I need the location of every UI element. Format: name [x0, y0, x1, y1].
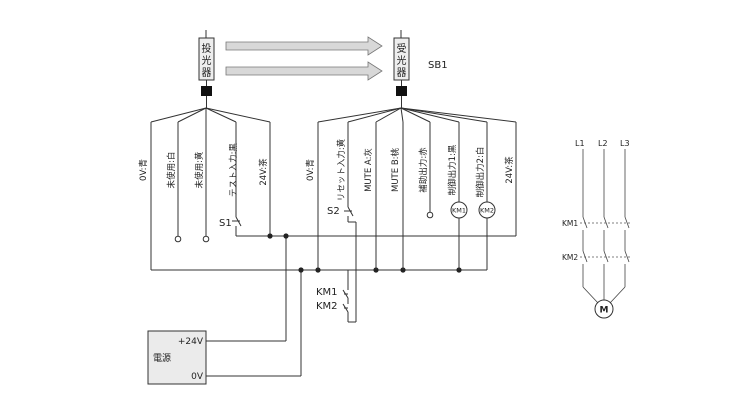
emitter-wire-label: 未使用:白	[166, 152, 177, 189]
motor-symbol	[594, 299, 614, 319]
receiver-wire-label: MUTE B:桃	[390, 147, 401, 192]
beam-arrow-bottom	[225, 61, 383, 81]
emitter-wire-label: 24V:茶	[258, 158, 269, 186]
coil-km2: KM2	[478, 201, 496, 270]
receiver-wire-label: 補助出力:赤	[418, 147, 429, 193]
svg-text:KM1: KM1	[452, 207, 466, 215]
power-supply: 電源 +24V 0V	[147, 330, 301, 385]
receiver-wire-label: 24V:茶	[504, 156, 515, 184]
km-feedback-contacts: KM1 KM2	[316, 270, 356, 323]
receiver-label-3: 器	[397, 67, 407, 79]
s2-label: S2	[327, 206, 340, 217]
motor-km2-label: KM2	[562, 253, 578, 262]
receiver-wire-label: リセット入力:黄	[336, 138, 347, 201]
coil-km1: KM1	[450, 201, 468, 270]
emitter-wire-label: 0V:青	[138, 159, 149, 181]
beam-arrow-top	[225, 36, 383, 56]
junction-dot	[298, 267, 304, 273]
receiver-connector	[396, 86, 407, 96]
emitter-fanout	[150, 107, 271, 123]
emitter-label-2: 光	[202, 54, 212, 67]
km2-contact-label: KM2	[316, 301, 338, 312]
motor-circuit: L1 L2 L3 KM1 KM2 M	[562, 139, 631, 319]
receiver-wire-label: 制御出力1:黒	[447, 144, 458, 195]
emitter-connector	[201, 86, 212, 96]
receiver-wire-label: MUTE A:灰	[363, 148, 374, 192]
power-plus-label: +24V	[178, 337, 204, 347]
svg-text:KM2: KM2	[480, 207, 494, 215]
receiver-label-1: 受	[397, 43, 407, 55]
terminal-open	[202, 235, 210, 243]
receiver-unit: 受 光 器 SB1	[393, 30, 448, 108]
emitter-wire-label: 未使用:黄	[194, 151, 205, 188]
junction-dot	[267, 233, 273, 239]
motor-label: M	[600, 306, 609, 316]
emitter-label-3: 器	[202, 67, 212, 79]
receiver-tag: SB1	[428, 60, 448, 71]
emitter-unit: 投 光 器	[198, 30, 215, 108]
km1-contact-label: KM1	[316, 287, 338, 298]
terminal-open	[426, 211, 434, 219]
receiver-wire-label: 0V:青	[305, 159, 316, 181]
switch-s1: S1	[219, 212, 286, 237]
phase-l3-label: L3	[620, 139, 630, 148]
emitter-label-1: 投	[202, 42, 212, 55]
receiver-wire-label: 制御出力2:白	[475, 147, 486, 198]
receiver-label-2: 光	[397, 54, 407, 67]
receiver-fanout	[317, 107, 517, 123]
emitter-wire-label: テスト入力:黒	[228, 143, 239, 197]
motor-km1-label: KM1	[562, 219, 578, 228]
switch-s2: S2	[327, 204, 354, 222]
s1-label: S1	[219, 218, 232, 229]
power-supply-label: 電源	[153, 353, 171, 364]
terminal-open	[174, 235, 182, 243]
junction-dot	[283, 233, 289, 239]
power-minus-label: 0V	[191, 372, 204, 382]
phase-l2-label: L2	[598, 139, 608, 148]
phase-l1-label: L1	[575, 139, 585, 148]
